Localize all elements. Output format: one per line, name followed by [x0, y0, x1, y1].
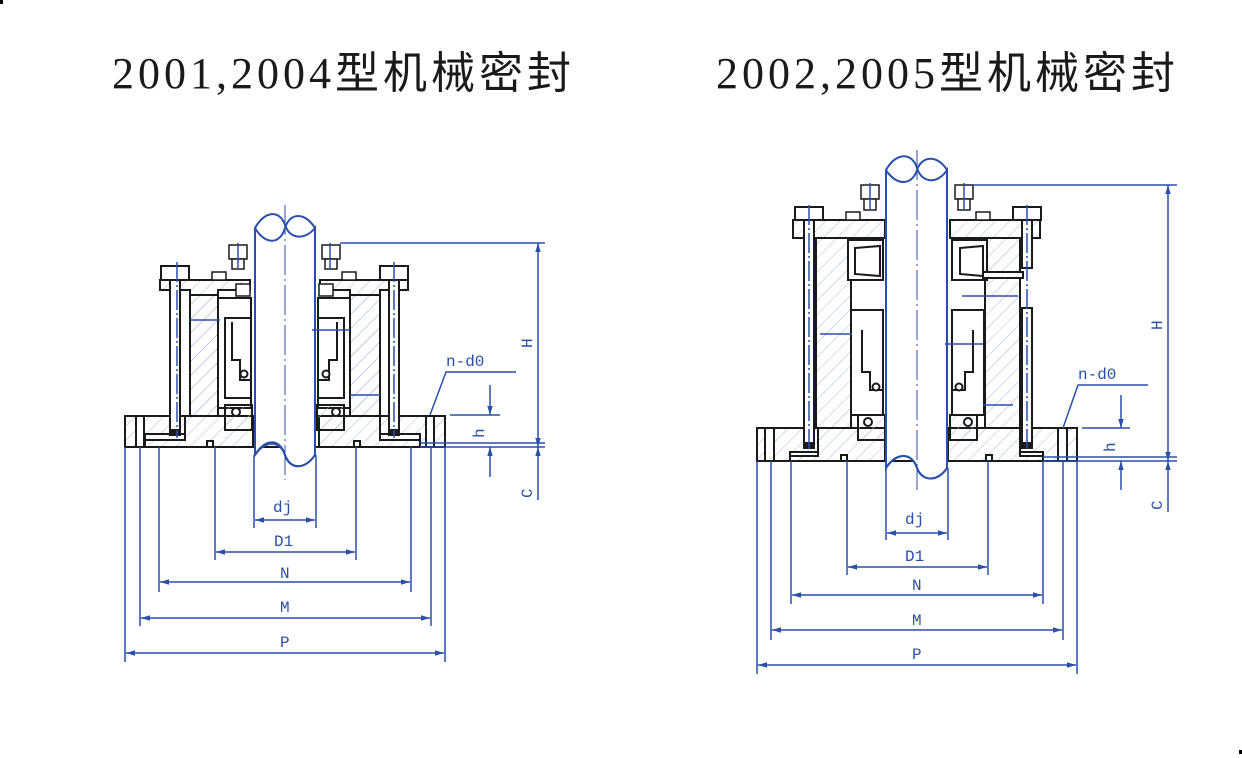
left-dim-dj: dj [273, 499, 292, 517]
right-shaft [885, 150, 948, 490]
left-housing [159, 279, 409, 431]
title-left: 2001,2004型机械密封 [112, 49, 575, 98]
left-dim-h: h [471, 428, 489, 438]
corner-mark-bottom-right [1239, 750, 1242, 754]
right-dim-H: H [1149, 320, 1167, 330]
right-seal-drawing: dj D1 N M P n-d0 H h C [756, 150, 1177, 674]
corner-mark-top-left [0, 0, 3, 4]
right-dim-h: h [1102, 442, 1120, 452]
right-dim-P: P [912, 646, 922, 664]
left-seal-drawing: dj D1 N M P n-d0 H h C [124, 205, 545, 662]
right-dim-dj: dj [905, 511, 924, 529]
left-centerlines [176, 243, 395, 438]
right-dim-M: M [912, 612, 922, 630]
right-dim-N: N [912, 577, 922, 595]
left-dimensions [124, 242, 545, 662]
left-dim-n-d0: n-d0 [446, 353, 484, 371]
left-dim-D1: D1 [274, 533, 293, 551]
right-centerlines [808, 183, 1028, 450]
right-housing [792, 219, 1041, 441]
left-dim-M: M [280, 599, 290, 617]
right-dimensions [756, 184, 1177, 674]
left-dim-H: H [519, 338, 537, 348]
left-shaft [254, 205, 316, 480]
title-right: 2002,2005型机械密封 [716, 49, 1179, 98]
left-dim-N: N [280, 565, 290, 583]
right-dim-D1: D1 [905, 548, 924, 566]
right-dim-C: C [1149, 500, 1167, 510]
left-dim-P: P [280, 634, 290, 652]
right-dim-n-d0: n-d0 [1078, 366, 1116, 384]
left-dim-C: C [519, 488, 537, 498]
